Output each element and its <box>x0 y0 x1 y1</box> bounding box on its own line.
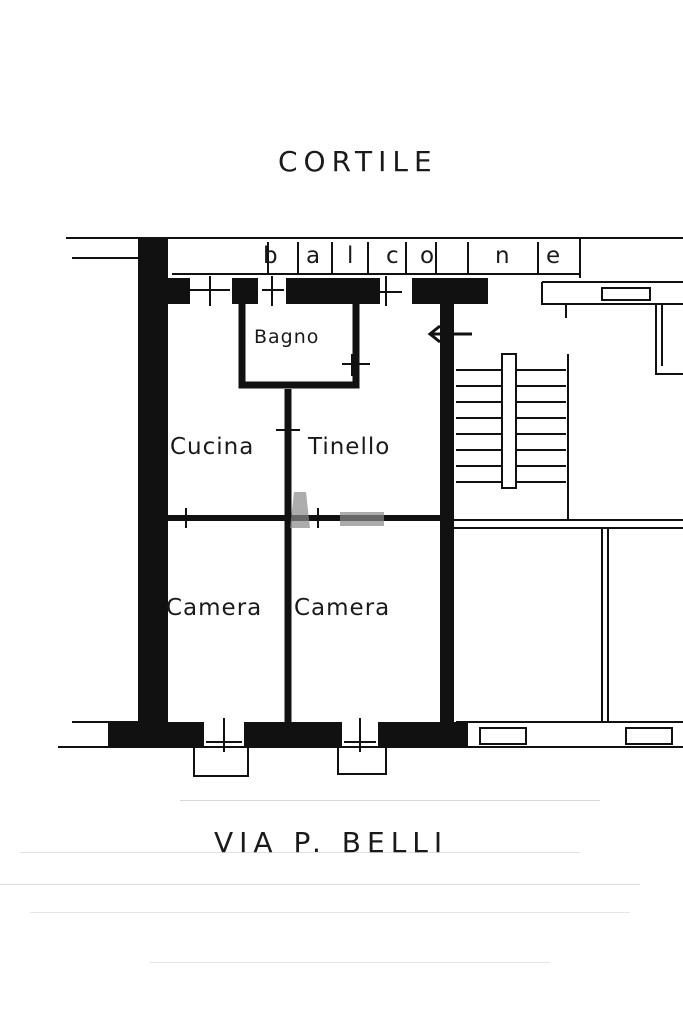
balcony-letter: a <box>306 243 321 269</box>
room-label-camera-right: Camera <box>294 595 391 621</box>
street-label: VIA P. BELLI <box>214 826 449 859</box>
arrow-left-icon <box>427 324 472 344</box>
room-label-cucina: Cucina <box>170 434 255 460</box>
balcony-letter: b <box>263 243 278 269</box>
exterior-walls <box>108 238 488 748</box>
neighbour-unit <box>456 281 683 745</box>
stamp-mark <box>290 492 384 528</box>
street-balconies <box>193 748 387 777</box>
staircase <box>454 353 683 529</box>
room-label-tinello: Tinello <box>308 434 391 460</box>
balcony-letter: c <box>386 243 399 269</box>
balcony-dividers <box>267 242 539 274</box>
openings <box>176 276 402 752</box>
balcony-letter: n <box>495 243 510 269</box>
balcony-letter: l <box>347 243 354 269</box>
scan-noise <box>0 800 640 963</box>
room-label-bagno: Bagno <box>254 326 320 348</box>
courtyard-label: CORTILE <box>278 145 438 178</box>
balcony-letter: e <box>546 243 561 269</box>
balcony-letter: o <box>420 243 435 269</box>
room-label-camera-left: Camera <box>166 595 263 621</box>
